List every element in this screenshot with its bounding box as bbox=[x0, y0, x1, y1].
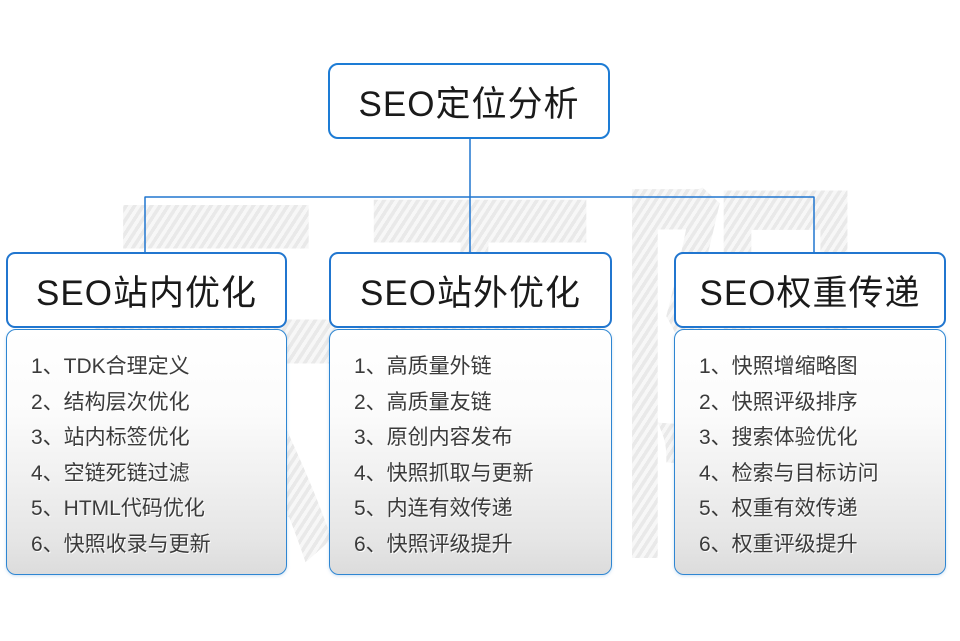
list-item: 6、快照收录与更新 bbox=[31, 532, 211, 556]
list-item: 1、高质量外链 bbox=[354, 355, 492, 378]
branch-onsite: SEO站内优化 1、TDK合理定义 2、结构层次优化 3、站内标签优化 4、空链… bbox=[6, 252, 287, 575]
list-item: 6、权重评级提升 bbox=[699, 532, 858, 556]
list-item: 2、高质量友链 bbox=[354, 390, 492, 414]
list-item: 5、HTML代码优化 bbox=[31, 497, 205, 520]
list-item: 3、原创内容发布 bbox=[354, 426, 513, 449]
list-item: 2、结构层次优化 bbox=[31, 390, 190, 414]
list-item: 4、空链死链过滤 bbox=[31, 461, 190, 485]
branch-weight-header: SEO权重传递 bbox=[674, 252, 946, 328]
list-item: 3、站内标签优化 bbox=[31, 426, 190, 449]
branch-weight-list: 1、快照增缩略图 2、快照评级排序 3、搜索体验优化 4、检索与目标访问 5、权… bbox=[699, 349, 935, 562]
list-item: 6、快照评级提升 bbox=[354, 532, 513, 556]
branch-weight-title: SEO权重传递 bbox=[699, 273, 921, 313]
branch-offsite-header: SEO站外优化 bbox=[329, 252, 612, 328]
list-item: 3、搜索体验优化 bbox=[699, 426, 858, 449]
list-item: 4、检索与目标访问 bbox=[699, 461, 879, 485]
list-item: 4、快照抓取与更新 bbox=[354, 461, 534, 485]
root-node: SEO定位分析 bbox=[328, 63, 610, 139]
branch-offsite-title: SEO站外优化 bbox=[360, 273, 581, 313]
branch-onsite-list: 1、TDK合理定义 2、结构层次优化 3、站内标签优化 4、空链死链过滤 5、H… bbox=[31, 349, 276, 562]
branch-onsite-title: SEO站内优化 bbox=[36, 273, 257, 313]
list-item: 5、内连有效传递 bbox=[354, 497, 513, 520]
list-item: 1、快照增缩略图 bbox=[699, 355, 858, 378]
branch-offsite-list: 1、高质量外链 2、高质量友链 3、原创内容发布 4、快照抓取与更新 5、内连有… bbox=[354, 349, 601, 562]
branch-weight: SEO权重传递 1、快照增缩略图 2、快照评级排序 3、搜索体验优化 4、检索与… bbox=[674, 252, 946, 575]
branch-weight-panel: 1、快照增缩略图 2、快照评级排序 3、搜索体验优化 4、检索与目标访问 5、权… bbox=[674, 329, 946, 575]
root-node-title: SEO定位分析 bbox=[358, 84, 580, 124]
branch-onsite-panel: 1、TDK合理定义 2、结构层次优化 3、站内标签优化 4、空链死链过滤 5、H… bbox=[6, 329, 287, 575]
branch-offsite-panel: 1、高质量外链 2、高质量友链 3、原创内容发布 4、快照抓取与更新 5、内连有… bbox=[329, 329, 612, 575]
list-item: 2、快照评级排序 bbox=[699, 390, 858, 414]
branch-offsite: SEO站外优化 1、高质量外链 2、高质量友链 3、原创内容发布 4、快照抓取与… bbox=[329, 252, 612, 575]
branch-onsite-header: SEO站内优化 bbox=[6, 252, 287, 328]
list-item: 5、权重有效传递 bbox=[699, 497, 858, 520]
list-item: 1、TDK合理定义 bbox=[31, 355, 190, 378]
